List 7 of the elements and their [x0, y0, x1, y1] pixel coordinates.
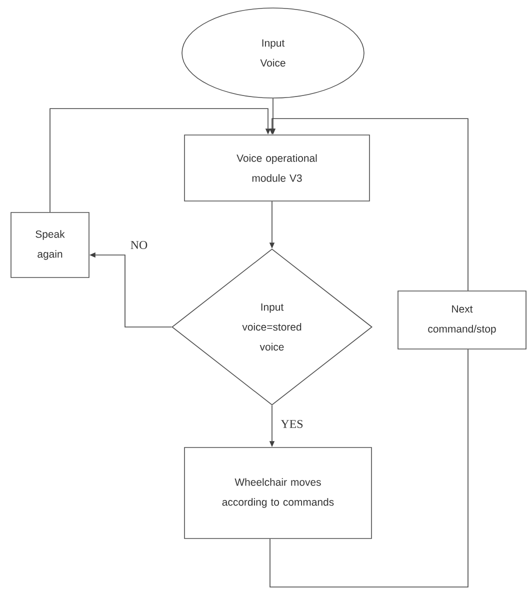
process-box: Speak again [10, 212, 90, 278]
process-box: Wheelchair moves according to commands [184, 447, 372, 539]
arrow [50, 108, 271, 212]
process-box: Next command/stop [398, 290, 526, 350]
edge-label: YES [280, 418, 304, 430]
process-box: Voice operational module V3 [184, 134, 370, 202]
edge-label: NO [129, 240, 149, 250]
